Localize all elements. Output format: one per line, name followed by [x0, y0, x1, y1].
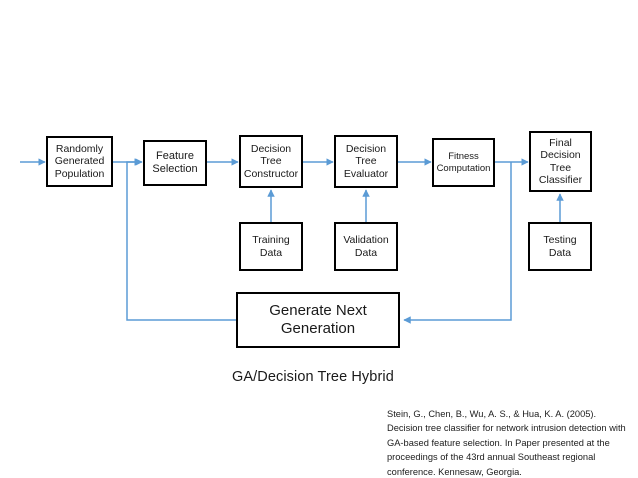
node-decision-tree-constructor[interactable]: Decision Tree Constructor: [239, 135, 303, 188]
node-label: Decision Tree Constructor: [243, 142, 299, 180]
node-feature-selection[interactable]: Feature Selection: [143, 140, 207, 186]
node-label: Final Decision Tree Classifier: [538, 136, 583, 186]
connector-generate-next-to-feature-selection: [126, 158, 236, 321]
connector-fitness-to-generate-next: [403, 162, 512, 324]
citation-text: Stein, G., Chen, B., Wu, A. S., & Hua, K…: [387, 409, 626, 477]
node-decision-tree-evaluator[interactable]: Decision Tree Evaluator: [334, 135, 398, 188]
node-label: Generate Next Generation: [269, 302, 367, 337]
node-label: Feature Selection: [152, 150, 198, 175]
node-validation-data[interactable]: Validation Data: [334, 222, 398, 271]
node-label: Training Data: [252, 234, 290, 259]
node-training-data[interactable]: Training Data: [239, 222, 303, 271]
node-label: Validation Data: [343, 234, 389, 259]
node-testing-data[interactable]: Testing Data: [528, 222, 592, 271]
node-fitness-computation[interactable]: Fitness Computation: [432, 138, 495, 187]
node-label: Fitness Computation: [436, 151, 491, 174]
node-randomly-generated-population[interactable]: Randomly Generated Population: [46, 136, 113, 187]
node-generate-next-generation[interactable]: Generate Next Generation: [236, 292, 400, 348]
node-label: Testing Data: [543, 234, 577, 259]
diagram-title: GA/Decision Tree Hybrid: [232, 369, 394, 385]
node-label: Randomly Generated Population: [54, 142, 105, 180]
node-final-decision-tree-classifier[interactable]: Final Decision Tree Classifier: [529, 131, 592, 192]
node-label: Decision Tree Evaluator: [343, 142, 389, 180]
